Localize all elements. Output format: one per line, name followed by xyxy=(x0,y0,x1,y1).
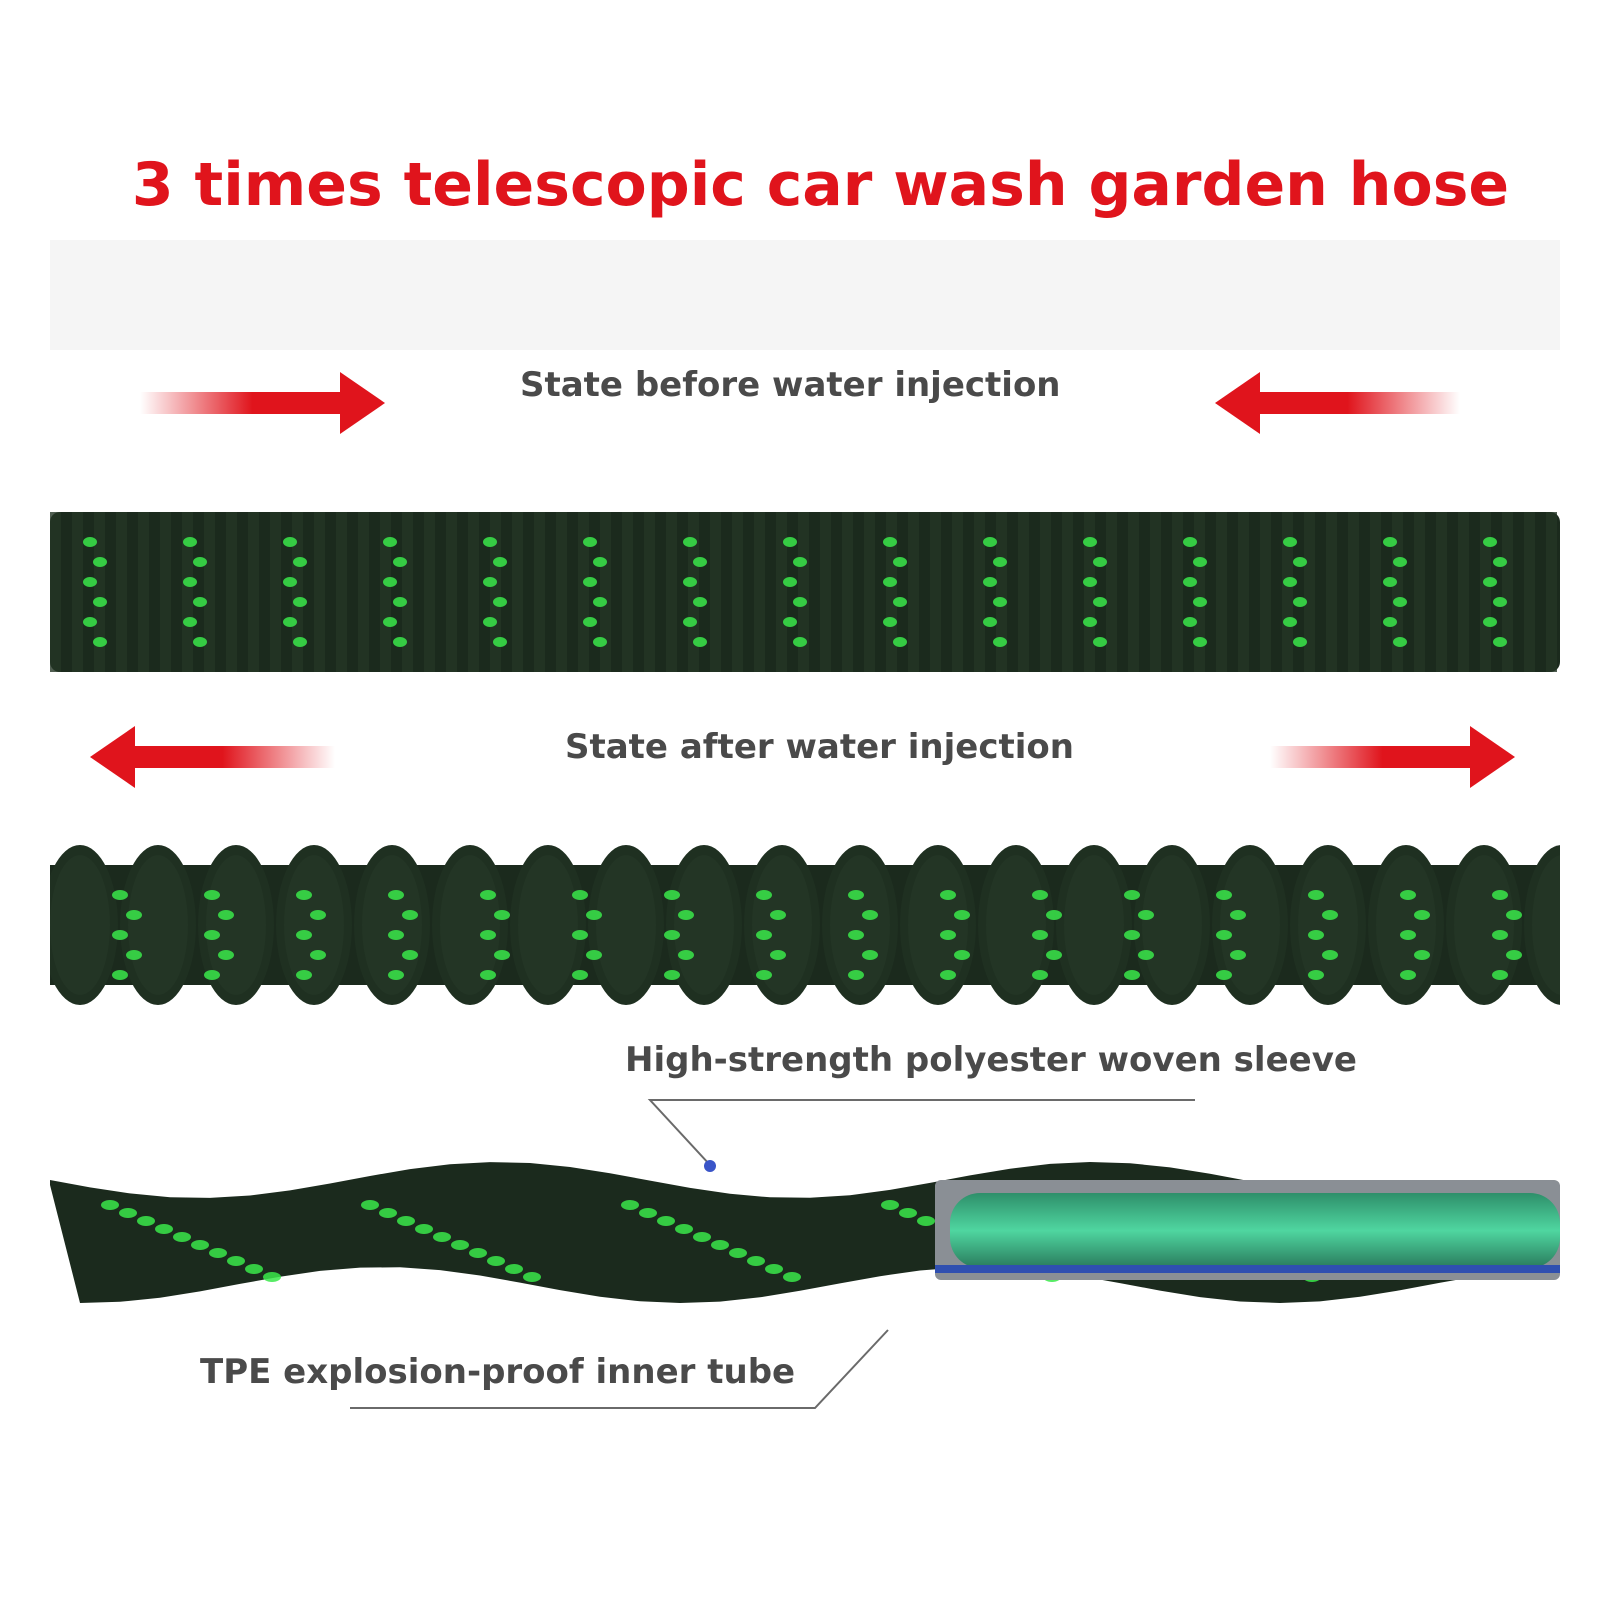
hose-cutaway-image xyxy=(50,1145,1560,1320)
label-inner-tube: TPE explosion-proof inner tube xyxy=(200,1352,796,1392)
page-title: 3 times telescopic car wash garden hose xyxy=(131,150,1510,220)
label-woven-sleeve: High-strength polyester woven sleeve xyxy=(625,1040,1357,1080)
background-band xyxy=(50,240,1560,350)
arrow-left-icon xyxy=(90,726,335,788)
hose-compressed-image xyxy=(50,512,1560,672)
label-before-injection: State before water injection xyxy=(520,365,1061,405)
label-after-injection: State after water injection xyxy=(565,727,1074,767)
arrow-left-icon xyxy=(1215,372,1460,434)
arrow-right-icon xyxy=(1270,726,1515,788)
arrow-right-icon xyxy=(140,372,385,434)
hose-expanded-image xyxy=(50,840,1560,1010)
